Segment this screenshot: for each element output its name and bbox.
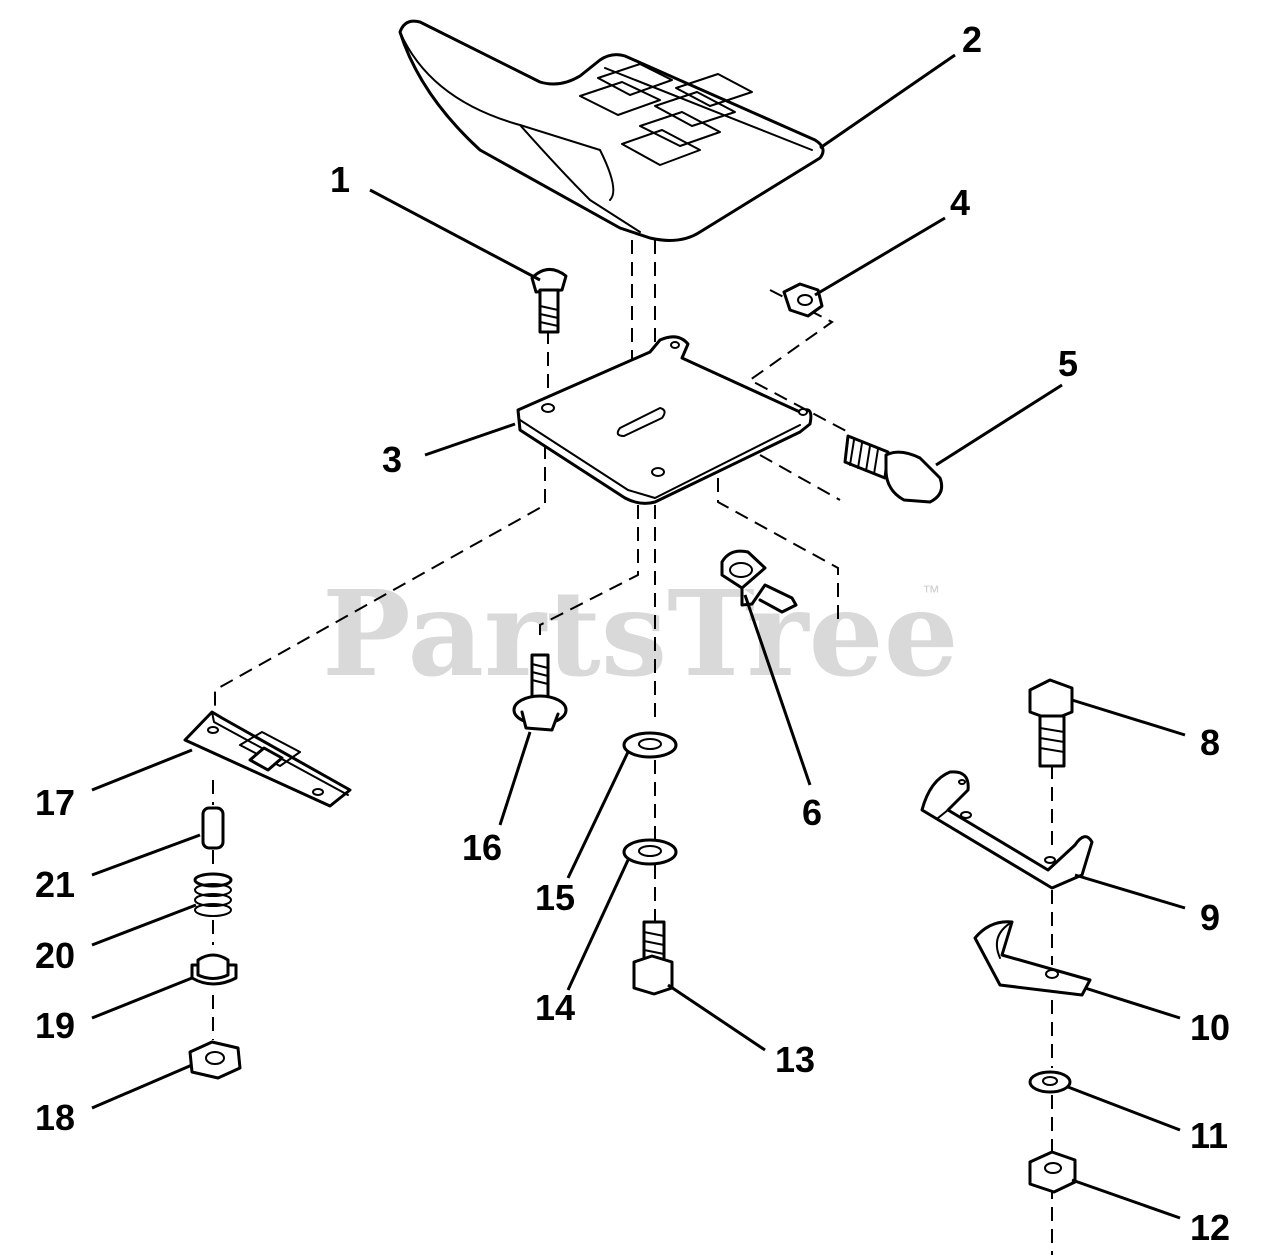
callout-16: 16	[462, 827, 502, 868]
bushing-part	[190, 953, 238, 986]
callout-10: 10	[1190, 1007, 1230, 1048]
seat-plate-part	[516, 335, 813, 505]
watermark-trademark: ™	[922, 582, 940, 602]
callout-4: 4	[950, 182, 970, 223]
bracket-part	[920, 770, 1094, 890]
callout-20: 20	[35, 935, 75, 976]
hex-bolt-right-part	[1028, 678, 1074, 768]
slide-plate-part	[183, 710, 352, 808]
watermark-text: PartsTree	[322, 564, 959, 703]
spring-part	[193, 872, 233, 917]
assembly-dash-lines	[212, 240, 1053, 1255]
seat-clip-part	[720, 549, 798, 614]
shoulder-bolt-part	[512, 653, 568, 732]
callout-19: 19	[35, 1005, 75, 1046]
seat-part	[398, 19, 825, 242]
clip-plate-part	[973, 920, 1092, 997]
hex-bolt-vertical-part	[632, 920, 674, 996]
washer-lower-part	[622, 838, 678, 866]
callout-14: 14	[535, 987, 575, 1028]
callout-1: 1	[330, 159, 350, 200]
callout-6: 6	[802, 792, 822, 833]
callout-8: 8	[1200, 722, 1220, 763]
callout-2: 2	[962, 19, 982, 60]
washer-right-part	[1028, 1070, 1072, 1094]
pin-part	[201, 806, 225, 850]
callout-13: 13	[775, 1039, 815, 1080]
carriage-bolt-part	[530, 268, 568, 334]
callout-21: 21	[35, 864, 75, 905]
hex-bolt-part	[843, 434, 944, 504]
callout-numbers: 1 2 3 4 5 6 8 9 10 11 12 13 14 15 16 17 …	[35, 19, 1230, 1248]
washer-upper-part	[622, 731, 678, 759]
callout-12: 12	[1190, 1207, 1230, 1248]
callout-5: 5	[1058, 343, 1078, 384]
hex-nut-part	[782, 282, 824, 318]
callout-11: 11	[1190, 1115, 1228, 1156]
flange-nut-part	[188, 1040, 242, 1080]
callout-17: 17	[35, 782, 75, 823]
callout-3: 3	[382, 439, 402, 480]
callout-15: 15	[535, 877, 575, 918]
leader-lines	[91, 53, 1186, 1220]
callout-9: 9	[1200, 897, 1220, 938]
lock-nut-part	[1028, 1150, 1077, 1194]
callout-18: 18	[35, 1097, 75, 1138]
